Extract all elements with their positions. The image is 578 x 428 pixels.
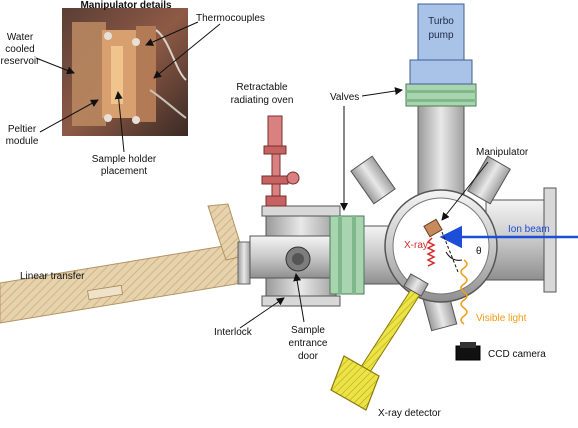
sample-entrance-label-1: Sample (291, 325, 325, 336)
xray-detector-label: X-ray detector (378, 408, 441, 419)
chamber-port-upper-left (351, 156, 395, 204)
inset-title: Manipulator details (80, 0, 172, 11)
valves-arrow-top (362, 90, 402, 96)
peltier-label-2: module (6, 136, 39, 147)
gate-valve-horizontal (330, 216, 364, 294)
theta-label: θ (476, 246, 482, 257)
sample-entrance-label-2: entrance (289, 338, 328, 349)
xray-label: X-ray (404, 240, 428, 251)
ccd-camera (456, 342, 480, 360)
valves-label: Valves (330, 92, 359, 103)
interlock-label: Interlock (214, 327, 253, 338)
chamber-tube-top (418, 104, 464, 196)
peltier-label-1: Peltier (8, 124, 37, 135)
linear-transfer (0, 204, 250, 323)
water-cooled-label-2: cooled (5, 44, 34, 55)
retractable-oven (262, 116, 299, 206)
oven-label-1: Retractable (236, 82, 288, 93)
ccd-camera-label: CCD camera (488, 349, 546, 360)
sample-holder-label-1: Sample holder (92, 154, 157, 165)
ion-beam-label: Ion beam (508, 224, 550, 235)
linear-transfer-label: Linear transfer (20, 271, 85, 282)
oven-label-2: radiating oven (231, 95, 294, 106)
water-cooled-label-3: reservoir (1, 56, 41, 67)
turbo-label-2: pump (428, 30, 453, 41)
turbo-label-1: Turbo (428, 16, 454, 27)
sample-entrance-label-3: door (298, 351, 319, 362)
sample-holder-label-2: placement (101, 166, 147, 177)
visible-light-label: Visible light (476, 313, 527, 324)
manipulator-label: Manipulator (476, 147, 529, 158)
water-cooled-label-1: Water (7, 32, 34, 43)
gate-valve-vertical (406, 84, 476, 106)
thermocouples-label: Thermocouples (196, 13, 265, 24)
